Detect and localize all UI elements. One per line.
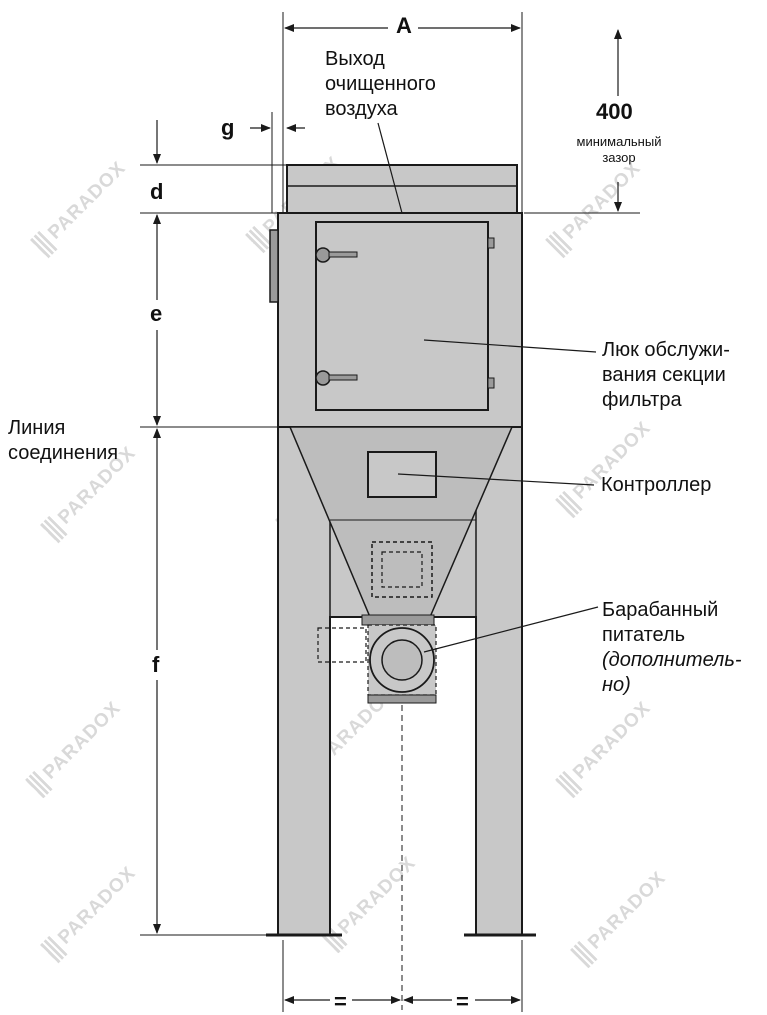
top-cap: [286, 164, 518, 214]
half-width-right: =: [456, 989, 469, 1014]
callout-rotary-valve-optional: (дополнитель- но): [602, 649, 742, 696]
dimension-label-g: g: [221, 115, 235, 140]
dimension-label-d: d: [150, 179, 164, 204]
callout-filter-service-door: Люк обслужи- вания секции фильтра: [602, 339, 730, 411]
side-handle: [269, 229, 279, 303]
callout-rotary-valve: Барабанный питатель: [602, 599, 719, 646]
callout-connection-line: Линия соединения: [8, 417, 119, 464]
half-width-left: =: [334, 989, 347, 1014]
callout-clean-air-outlet: Выход очищенного воздуха: [325, 48, 436, 120]
rotary-valve-motor: [317, 627, 367, 663]
door-latch-top: [315, 247, 358, 263]
callout-controller: Контроллер: [601, 474, 712, 496]
clearance-label: минимальный зазор: [576, 134, 662, 165]
clearance-value: 400: [596, 99, 633, 124]
service-door: [315, 221, 489, 411]
dimension-label-a: A: [396, 13, 412, 38]
inspection-hatch: [371, 541, 433, 598]
dimension-label-f: f: [152, 652, 160, 677]
door-latch-bottom: [315, 370, 358, 386]
dimension-label-e: e: [150, 301, 163, 326]
